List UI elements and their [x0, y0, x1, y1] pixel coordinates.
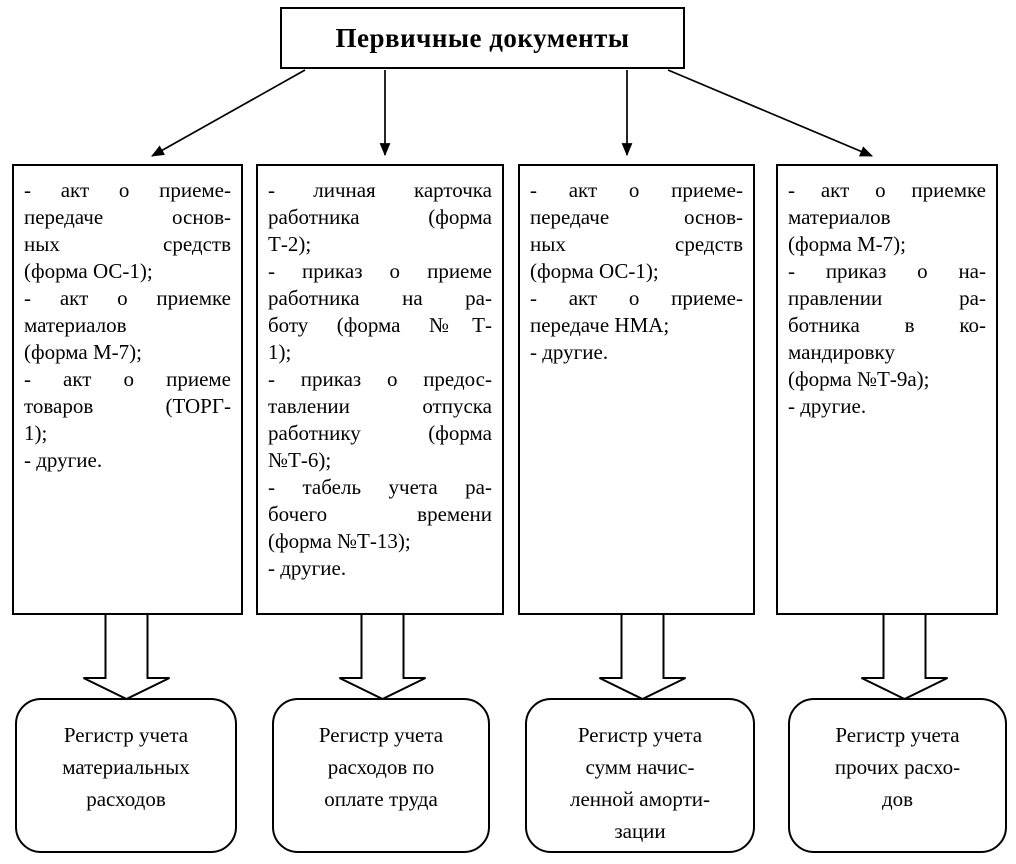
document-list-line: - другие. — [268, 556, 347, 580]
document-list-line: (форма №Т-13); — [268, 529, 411, 553]
document-list-line: (форма М-7); — [24, 340, 142, 364]
document-list-line: 1); — [268, 340, 292, 364]
document-list-line: - акт о приеме — [24, 367, 231, 391]
document-list-line: боту (форма №Т- — [268, 313, 492, 337]
document-list-line: - другие. — [24, 448, 103, 472]
document-list-line: материалов — [788, 205, 891, 229]
title-text: Первичные документы — [335, 22, 630, 53]
document-list-line: передаче НМА; — [530, 313, 670, 337]
title-box: Первичные документы — [280, 7, 685, 69]
register-label-line: расходов — [86, 787, 166, 811]
document-list-line: материалов — [24, 313, 127, 337]
document-list-line: правлении ра- — [788, 286, 986, 310]
register-label-line: оплате труда — [324, 787, 438, 811]
register-label-line: сумм начис- — [585, 755, 695, 779]
document-list-line: работника (форма — [268, 205, 492, 229]
document-list-line: ных средств — [530, 232, 743, 256]
register-box-1: Регистр учета материальных расходов — [15, 698, 237, 853]
document-list-line: ных средств — [24, 232, 231, 256]
document-list-box-1: - акт о приеме-передаче основ-ных средст… — [12, 164, 243, 615]
document-list-line: - акт о приеме- — [530, 286, 743, 310]
document-list-line: (форма №Т-9а); — [788, 367, 930, 391]
document-list-line: передаче основ- — [530, 205, 743, 229]
document-list-line: - акт о приеме- — [24, 178, 231, 202]
document-list-line: - другие. — [788, 394, 867, 418]
connector-arrow-4 — [667, 69, 873, 157]
document-list-line: мандировку — [788, 340, 895, 364]
document-list-line: - приказ о на- — [788, 259, 986, 283]
document-list-line: Т-2); — [268, 232, 312, 256]
document-list-line: - табель учета ра- — [268, 475, 492, 499]
connector-arrow-1 — [151, 69, 306, 157]
document-list-line: - личная карточка — [268, 178, 492, 202]
document-list-line: тавлении отпуска — [268, 394, 492, 418]
document-list-line: (форма М-7); — [788, 232, 906, 256]
register-label-line: дов — [881, 787, 914, 811]
document-list-line: - другие. — [530, 340, 609, 364]
block-arrow-down-icon-3 — [599, 613, 686, 701]
document-list-line: бочего времени — [268, 502, 492, 526]
register-label-line: материальных — [62, 755, 190, 779]
register-box-2: Регистр учета расходов по оплате труда — [272, 698, 490, 853]
register-box-3: Регистр учета сумм начис-ленной аморти-за… — [525, 698, 755, 853]
block-arrow-down-icon-4 — [861, 613, 948, 701]
register-label-line: Регистр учета — [318, 723, 444, 747]
register-label-line: прочих расхо- — [834, 755, 961, 779]
document-list-line: работнику (форма — [268, 421, 492, 445]
document-list-line: - акт о приемке — [24, 286, 231, 310]
document-list-line: передаче основ- — [24, 205, 231, 229]
document-list-box-3: - акт о приеме-передаче основ-ных средст… — [518, 164, 755, 615]
document-list-line: - акт о приемке — [788, 178, 986, 202]
block-arrow-down-icon-1 — [83, 613, 170, 701]
document-list-line: - приказ о предос- — [268, 367, 492, 391]
document-list-line: (форма ОС-1); — [24, 259, 153, 283]
block-arrow-down-icon-2 — [339, 613, 426, 701]
document-list-line: - акт о приеме- — [530, 178, 743, 202]
document-list-line: работника на ра- — [268, 286, 492, 310]
document-list-line: товаров (ТОРГ- — [24, 394, 231, 418]
document-list-line: №Т-6); — [268, 448, 332, 472]
document-list-box-4: - акт о приемке материалов (форма М-7); - п… — [776, 164, 998, 615]
document-list-line: (форма ОС-1); — [530, 259, 659, 283]
register-label-line: Регистр учета — [63, 723, 189, 747]
register-label-line: расходов по — [327, 755, 435, 779]
register-label-line: Регистр учета — [577, 723, 703, 747]
document-list-line: 1); — [24, 421, 48, 445]
register-label-line: ленной аморти- — [569, 787, 710, 811]
register-label-line: Регистр учета — [835, 723, 960, 747]
document-list-line: ботника в ко- — [788, 313, 986, 337]
register-box-4: Регистр учета прочих расхо-дов — [788, 698, 1007, 853]
register-label-line: зации — [614, 819, 666, 843]
document-list-line: - приказ о приеме — [268, 259, 492, 283]
